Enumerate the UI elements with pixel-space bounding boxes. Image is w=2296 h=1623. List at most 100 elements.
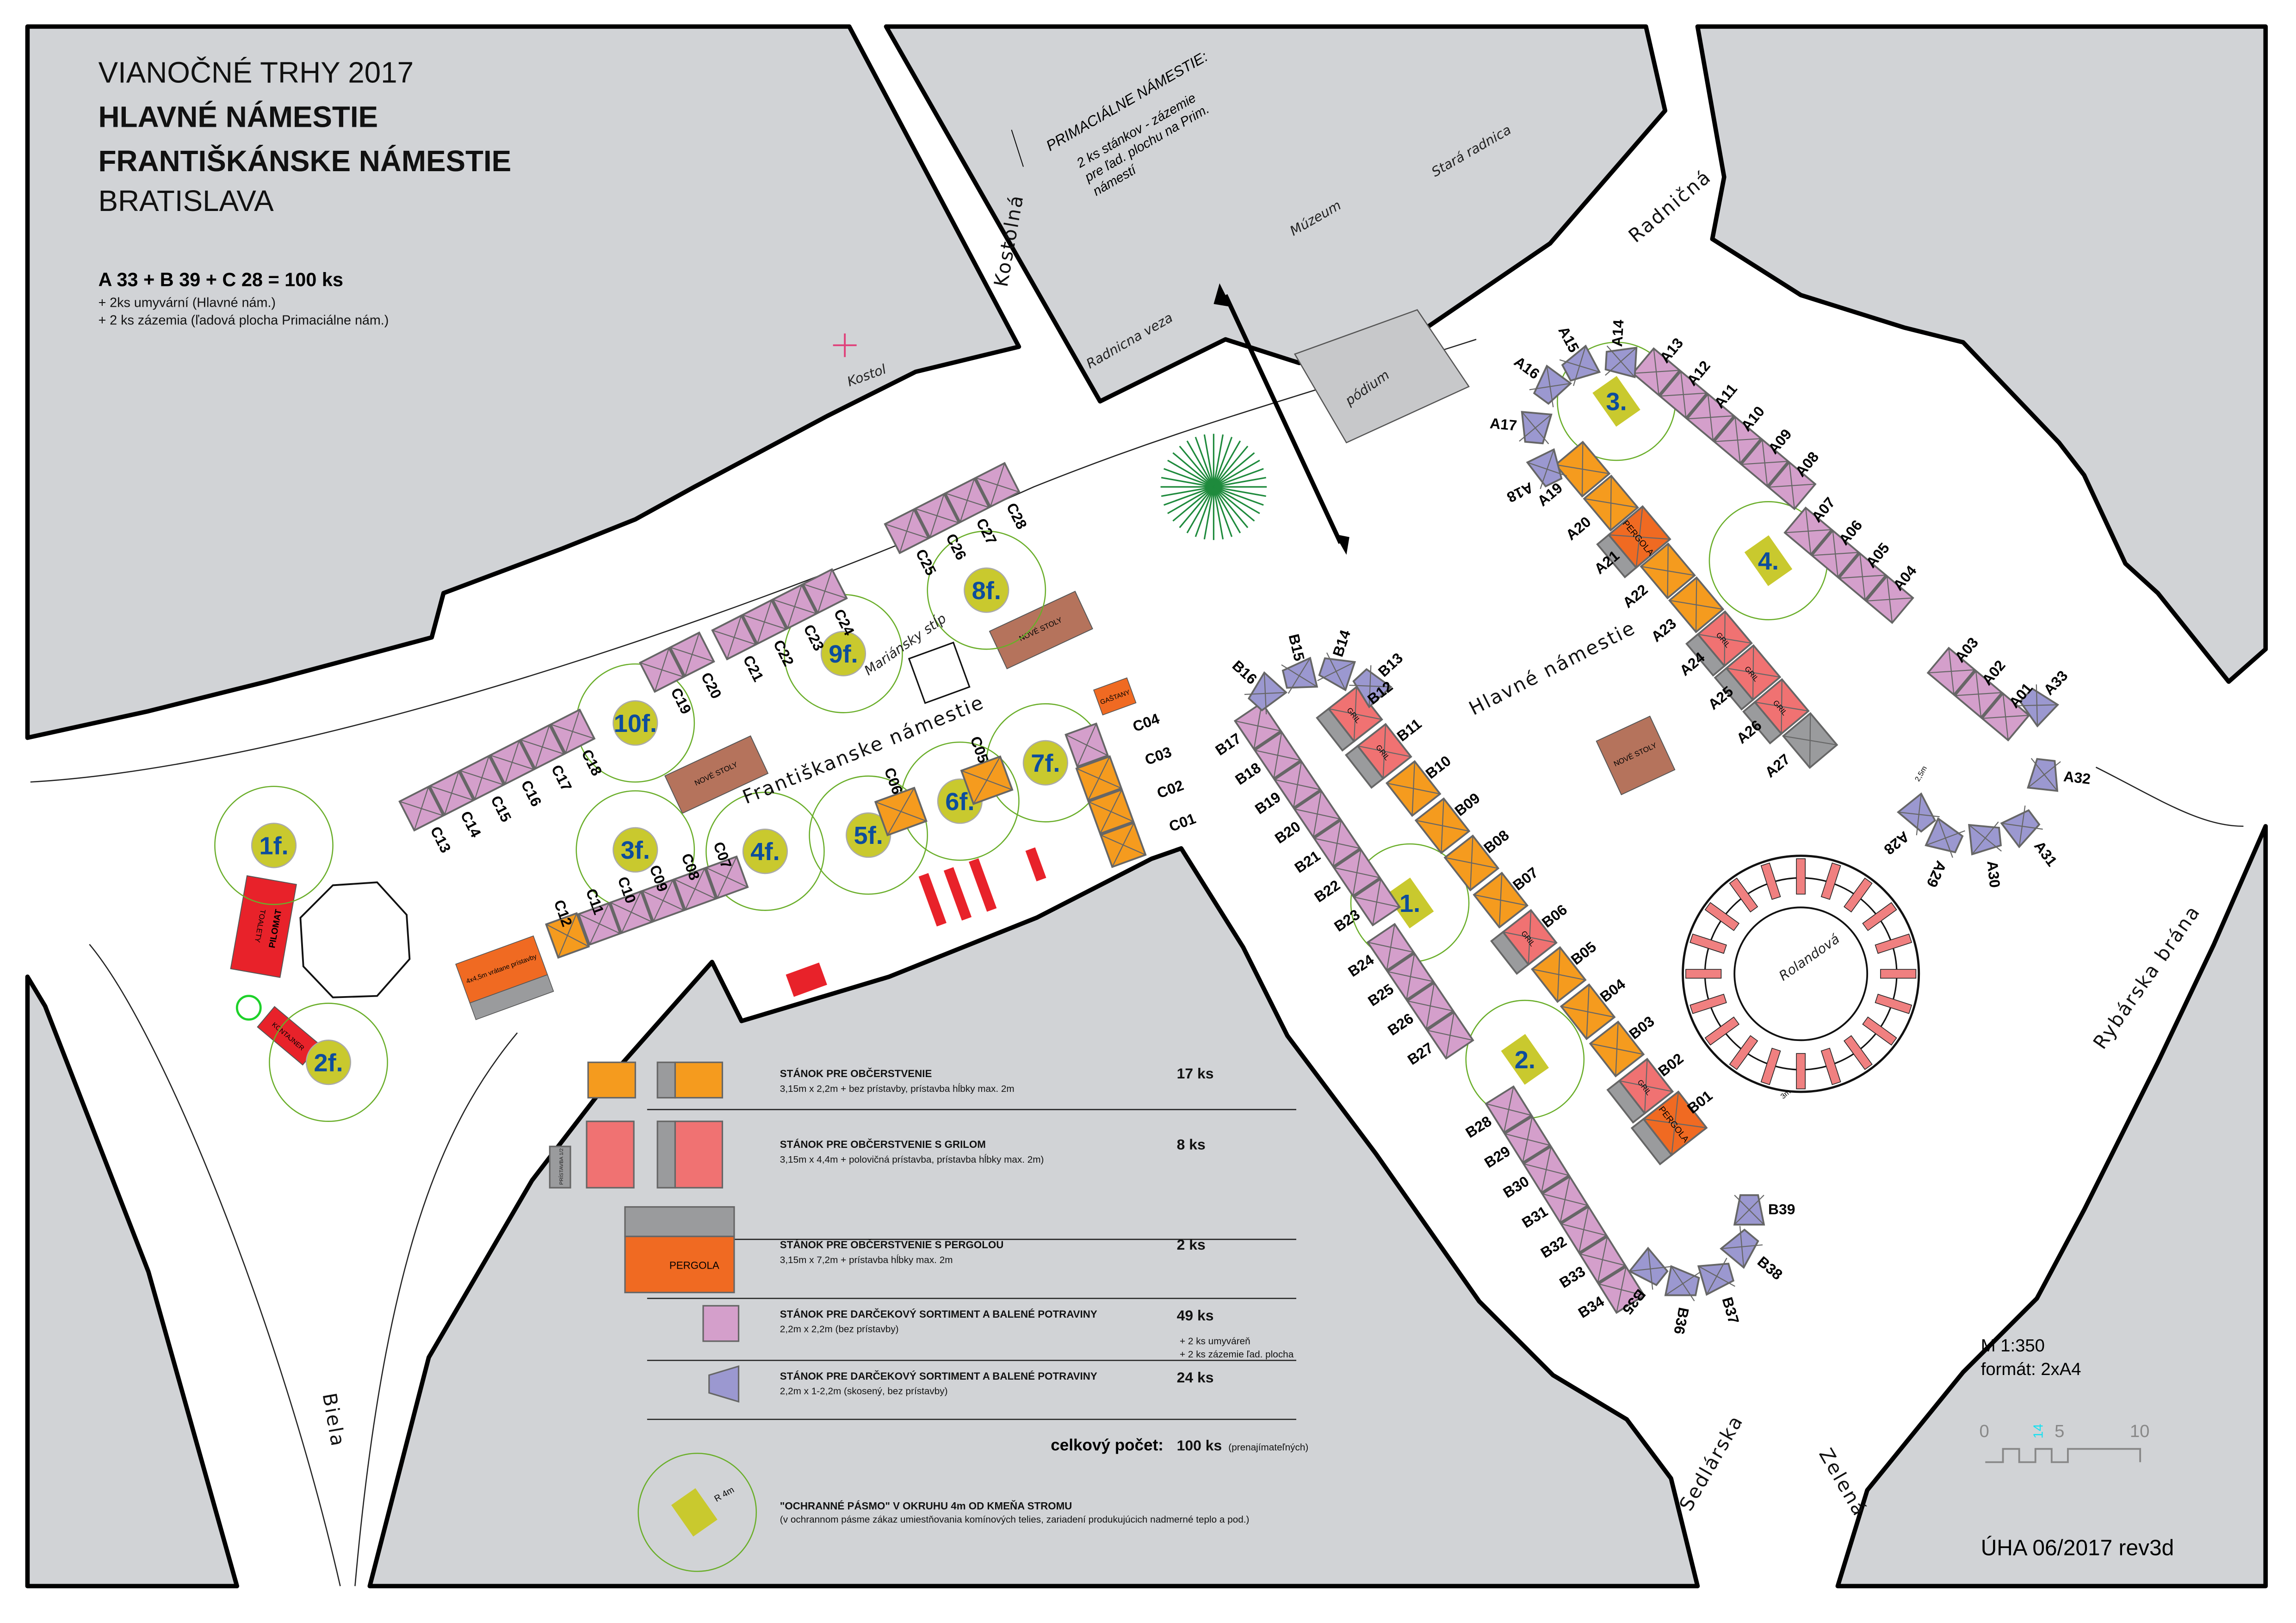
stall-b05[interactable] xyxy=(1531,946,1587,1003)
stall-b02[interactable]: GRIL xyxy=(1606,1058,1674,1124)
stall-b23[interactable] xyxy=(1352,878,1401,927)
stall-b31[interactable] xyxy=(1541,1175,1589,1224)
stall-b08[interactable] xyxy=(1443,834,1500,892)
stall-b01[interactable]: PERGOLA xyxy=(1630,1090,1708,1165)
stall-a02[interactable] xyxy=(1954,669,2003,719)
stall-a06[interactable] xyxy=(1810,529,1860,579)
stall-b24[interactable] xyxy=(1366,923,1415,972)
stall-c16[interactable] xyxy=(489,739,535,786)
stall-c28[interactable] xyxy=(974,462,1021,508)
stall-c23[interactable] xyxy=(771,583,818,630)
stall-a33[interactable] xyxy=(2016,684,2060,728)
stall-b03[interactable] xyxy=(1589,1020,1645,1078)
stall-a10[interactable] xyxy=(1713,415,1763,465)
stall-b04[interactable] xyxy=(1560,983,1616,1041)
stall-b33[interactable] xyxy=(1578,1235,1627,1284)
stall-a09[interactable] xyxy=(1740,438,1790,488)
stall-b27[interactable] xyxy=(1426,1011,1474,1060)
stall-b37[interactable] xyxy=(1697,1258,1735,1296)
stall-a01[interactable] xyxy=(1980,692,2030,742)
stall-c26[interactable] xyxy=(914,493,960,539)
stall-b39[interactable] xyxy=(1733,1194,1765,1226)
stall-c12[interactable] xyxy=(545,912,590,959)
stall-c19[interactable] xyxy=(638,647,685,693)
stall-a22[interactable] xyxy=(1640,542,1696,600)
stall-a12[interactable] xyxy=(1659,370,1708,419)
stall-a27[interactable] xyxy=(1782,712,1838,769)
stall-a04[interactable] xyxy=(1865,575,1914,624)
stall-c01[interactable] xyxy=(1099,822,1147,868)
stall-a28[interactable] xyxy=(1896,792,1940,836)
stall-b26[interactable] xyxy=(1406,981,1454,1030)
stall-a05[interactable] xyxy=(1838,552,1888,601)
stall-a18[interactable] xyxy=(1526,448,1567,489)
stall-b34[interactable] xyxy=(1597,1265,1646,1314)
stall-c15[interactable] xyxy=(458,755,505,801)
stall-a25[interactable]: GRIL xyxy=(1714,644,1782,711)
stall-c06[interactable] xyxy=(874,787,928,836)
stall-b10[interactable] xyxy=(1385,760,1442,817)
stall-c10[interactable] xyxy=(609,890,653,935)
stall-b36[interactable] xyxy=(1664,1265,1701,1301)
stall-b19[interactable] xyxy=(1273,760,1322,809)
stall-c05[interactable] xyxy=(960,755,1014,805)
stall-c27[interactable] xyxy=(944,477,990,524)
stall-b18[interactable] xyxy=(1253,731,1302,780)
stall-a31[interactable] xyxy=(2000,805,2043,849)
stall-a21[interactable]: PERGOLA xyxy=(1596,505,1671,579)
stall-a17[interactable] xyxy=(1519,411,1553,445)
stall-a24[interactable]: GRIL xyxy=(1685,610,1753,677)
stall-c14[interactable] xyxy=(428,770,475,817)
stall-c24[interactable] xyxy=(802,568,848,614)
stall-b25[interactable] xyxy=(1386,952,1435,1001)
stall-a26[interactable]: GRIL xyxy=(1742,678,1810,745)
stall-a20[interactable] xyxy=(1583,474,1639,532)
stall-c13[interactable] xyxy=(398,785,445,832)
stall-b17[interactable] xyxy=(1233,701,1282,750)
stall-c03[interactable] xyxy=(1075,755,1123,802)
stall-a07[interactable] xyxy=(1783,506,1833,556)
stall-a16[interactable] xyxy=(1529,365,1572,408)
stall-c07[interactable] xyxy=(705,855,749,899)
stall-b07[interactable] xyxy=(1473,872,1529,929)
stall-a11[interactable] xyxy=(1686,392,1735,442)
stall-a19[interactable] xyxy=(1554,440,1611,498)
stall-b09[interactable] xyxy=(1414,797,1471,855)
stall-c20[interactable] xyxy=(669,631,715,678)
stall-b29[interactable] xyxy=(1503,1115,1552,1164)
stall-a15[interactable] xyxy=(1559,344,1601,386)
stall-c09[interactable] xyxy=(641,879,685,923)
stall-b15[interactable] xyxy=(1281,657,1318,694)
stall-c08[interactable] xyxy=(673,867,717,911)
stall-b32[interactable] xyxy=(1560,1205,1608,1254)
stall-b38[interactable] xyxy=(1720,1226,1763,1269)
stall-a30[interactable] xyxy=(1968,821,2002,855)
stall-b13[interactable] xyxy=(1349,665,1392,708)
stall-a14[interactable] xyxy=(1604,345,1638,378)
stall-b06[interactable]: GRIL xyxy=(1490,909,1558,975)
stall-c02[interactable] xyxy=(1087,788,1135,835)
stall-a29[interactable] xyxy=(1925,817,1965,858)
stall-c25[interactable] xyxy=(884,508,930,554)
stall-a03[interactable] xyxy=(1926,646,1976,696)
stall-a32[interactable] xyxy=(2027,758,2061,792)
stall-c21[interactable] xyxy=(711,614,757,661)
stall-a23[interactable] xyxy=(1668,576,1725,633)
stall-b28[interactable] xyxy=(1485,1085,1533,1134)
stall-b12[interactable]: GRIL xyxy=(1316,686,1383,752)
stall-c22[interactable] xyxy=(741,599,788,645)
stall-a08[interactable] xyxy=(1767,461,1817,510)
stall-b16[interactable] xyxy=(1244,671,1288,714)
stall-c04[interactable] xyxy=(1064,722,1109,768)
stall-b14[interactable] xyxy=(1317,652,1356,692)
stall-b22[interactable] xyxy=(1332,848,1381,897)
stall-c11[interactable] xyxy=(577,902,621,946)
stall-b21[interactable] xyxy=(1313,819,1362,868)
stall-b30[interactable] xyxy=(1522,1145,1571,1194)
stall-b20[interactable] xyxy=(1293,789,1342,839)
stall-b35[interactable] xyxy=(1628,1246,1671,1290)
stall-c17[interactable] xyxy=(519,724,566,770)
stall-b11[interactable]: GRIL xyxy=(1344,723,1412,789)
stall-c18[interactable] xyxy=(549,708,596,755)
stall-a13[interactable] xyxy=(1631,347,1681,396)
